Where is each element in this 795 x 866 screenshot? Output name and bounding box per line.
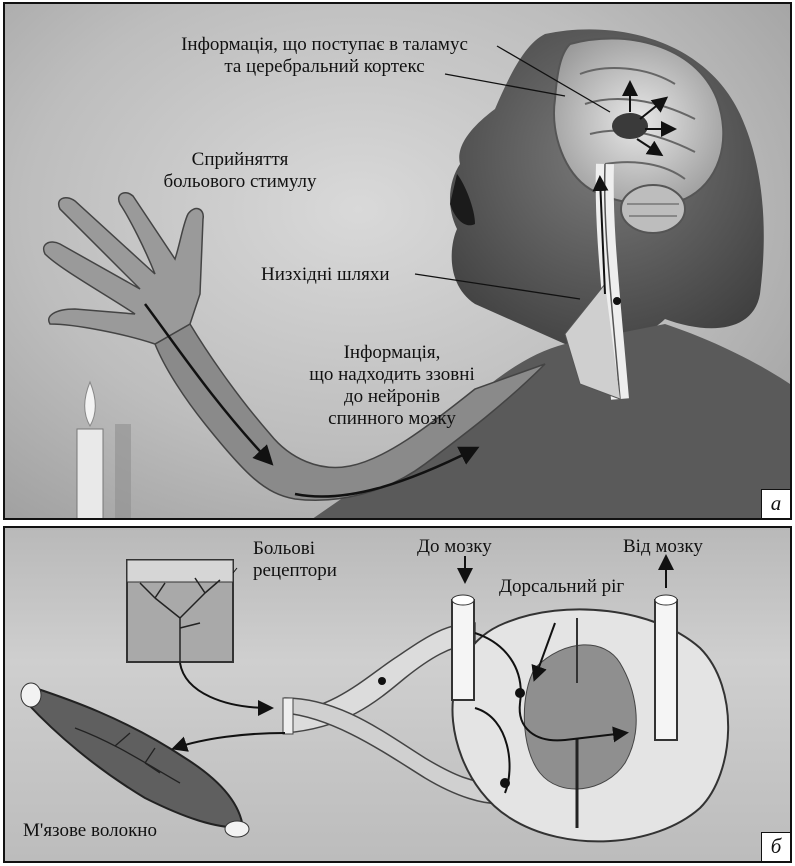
panel-a-letter: а — [761, 489, 790, 518]
panel-b-letter: б — [761, 832, 790, 861]
external-input-label: Інформація, що надходить ззовні до нейро… — [297, 342, 487, 430]
pain-receptors-label: Больові рецептори — [253, 538, 337, 582]
spinal-cord-cross-section — [452, 609, 728, 841]
spinal-reflex-illustration — [5, 528, 790, 861]
pain-receptors-skin-block — [127, 560, 233, 663]
external-input-label-line2: що надходить ззовні — [297, 364, 487, 386]
panel-a-pain-pathway: Інформація, що поступає в таламус та цер… — [3, 2, 792, 520]
external-input-label-line3: до нейронів — [297, 386, 487, 408]
thalamus-cortex-label-line2: та церебральний кортекс — [137, 56, 512, 78]
pain-receptors-label-line1: Больові — [253, 538, 337, 560]
thalamus-cortex-label-line1: Інформація, що поступає в таламус — [137, 34, 512, 56]
muscle-fiber-label: М'язове волокно — [23, 820, 157, 842]
candle — [77, 382, 131, 518]
dorsal-horn-label: Дорсальний ріг — [499, 576, 624, 598]
descending-pathways-label: Низхідні шляхи — [261, 264, 390, 286]
pain-perception-label-line2: больового стимулу — [145, 171, 335, 193]
external-input-label-line1: Інформація, — [297, 342, 487, 364]
descending-tract — [655, 558, 677, 740]
from-brain-label: Від мозку — [623, 536, 703, 558]
thalamus-cortex-label: Інформація, що поступає в таламус та цер… — [137, 34, 512, 78]
ascending-tract — [452, 556, 474, 700]
pain-perception-label-line1: Сприйняття — [145, 149, 335, 171]
to-brain-label: До мозку — [417, 536, 492, 558]
muscle-fiber — [21, 683, 249, 837]
pain-receptors-label-line2: рецептори — [253, 560, 337, 582]
external-input-label-line4: спинного мозку — [297, 408, 487, 430]
pain-pathway-illustration — [5, 4, 790, 518]
panel-b-spinal-reflex: Больові рецептори До мозку Від мозку Дор… — [3, 526, 792, 863]
pain-perception-label: Сприйняття больового стимулу — [145, 149, 335, 193]
